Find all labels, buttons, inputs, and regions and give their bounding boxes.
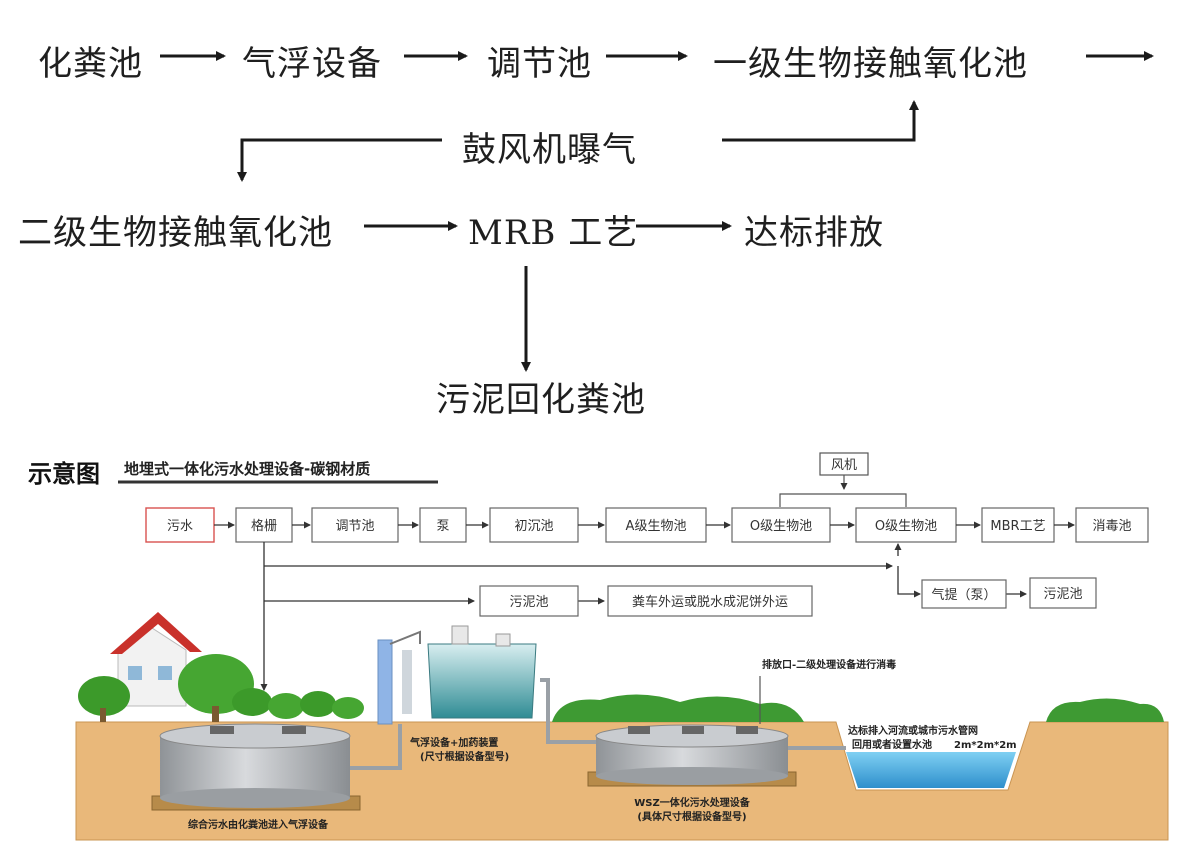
sludge-box-2 [1029, 577, 1097, 609]
pipes [350, 676, 846, 770]
process-box-regulating [311, 507, 399, 543]
fan-split-line [779, 493, 907, 507]
process-label-mbr: MBR工艺 [990, 519, 1045, 534]
flow-node-regulating-tank: 调节池 [487, 44, 592, 84]
caption-pipe-note: 排放口-二级处理设备进行消毒 [762, 658, 896, 671]
caption-discharge-1: 达标排入河流或城市污水管网 [848, 724, 978, 737]
process-box-primary-settling [489, 507, 579, 543]
schematic-label: 示意图 [28, 460, 100, 488]
truck-box-label: 粪车外运或脱水成泥饼外运 [632, 594, 788, 610]
caption-septic-tank: 综合污水由化粪池进入气浮设备 [188, 818, 329, 831]
flow-node-flotation: 气浮设备 [242, 44, 382, 84]
truck-box [607, 585, 813, 617]
caption-flotation-2: (尺寸根据设备型号) [420, 750, 509, 763]
process-box-o-tank-1 [731, 507, 831, 543]
flow-node-discharge: 达标排放 [744, 213, 884, 253]
caption-flotation-1: 气浮设备+加药装置 [409, 736, 498, 749]
caption-wsz-2: (具体尺寸根据设备型号) [637, 810, 746, 823]
wsz-tank-drawing [587, 724, 797, 787]
process-box-mbr [981, 507, 1055, 543]
air-pump-label: 气提（泵） [931, 587, 996, 603]
house [110, 612, 202, 707]
process-label-pump: 泵 [436, 519, 449, 534]
process-arrows [214, 521, 1075, 691]
flow-node-primary-oxidation: 一级生物接触氧化池 [713, 44, 1028, 84]
sludge-box-label: 污泥池 [509, 595, 548, 610]
flotation-device [377, 625, 537, 725]
discharge-pond [846, 752, 1016, 788]
process-label-sewage: 污水 [167, 519, 193, 534]
trees [78, 654, 1164, 722]
process-label-primary-settling: 初沉池 [514, 519, 553, 534]
process-label-o-tank-2: O级生物池 [875, 519, 937, 534]
air-pump-box [921, 579, 1007, 609]
process-box-pump [419, 507, 467, 543]
flow-node-septic-tank: 化粪池 [38, 44, 143, 84]
schematic-title: 地埋式一体化污水处理设备-碳钢材质 [124, 460, 370, 478]
arrow-blower-to-primary [722, 100, 919, 142]
sludge-box-2-label: 污泥池 [1043, 587, 1082, 602]
process-label-regulating: 调节池 [335, 519, 374, 534]
caption-wsz-1: WSZ一体化污水处理设备 [634, 796, 750, 809]
arrow-blower-to-secondary [237, 138, 442, 182]
process-box-sewage [145, 507, 215, 543]
process-box-disinfection [1075, 507, 1149, 543]
process-label-screen: 格栅 [251, 518, 277, 534]
process-box-o-tank-2 [855, 507, 957, 543]
flow-node-mrb: MRB 工艺 [468, 213, 639, 253]
flow-node-sludge-return: 污泥回化粪池 [436, 380, 646, 420]
fan-label: 风机 [831, 458, 857, 473]
flow-node-blower: 鼓风机曝气 [462, 130, 637, 170]
process-label-a-tank: A级生物池 [626, 519, 687, 534]
top-flow-arrows [160, 51, 1154, 372]
process-label-o-tank-1: O级生物池 [750, 519, 812, 534]
process-label-disinfection: 消毒池 [1092, 519, 1131, 534]
sludge-box [479, 585, 579, 617]
flow-node-secondary-oxidation: 二级生物接触氧化池 [18, 213, 333, 253]
caption-discharge-2: 回用或者设置水池 [852, 738, 932, 751]
caption-discharge-3: 2m*2m*2m [954, 740, 1017, 751]
septic-tank-drawing [151, 723, 361, 811]
